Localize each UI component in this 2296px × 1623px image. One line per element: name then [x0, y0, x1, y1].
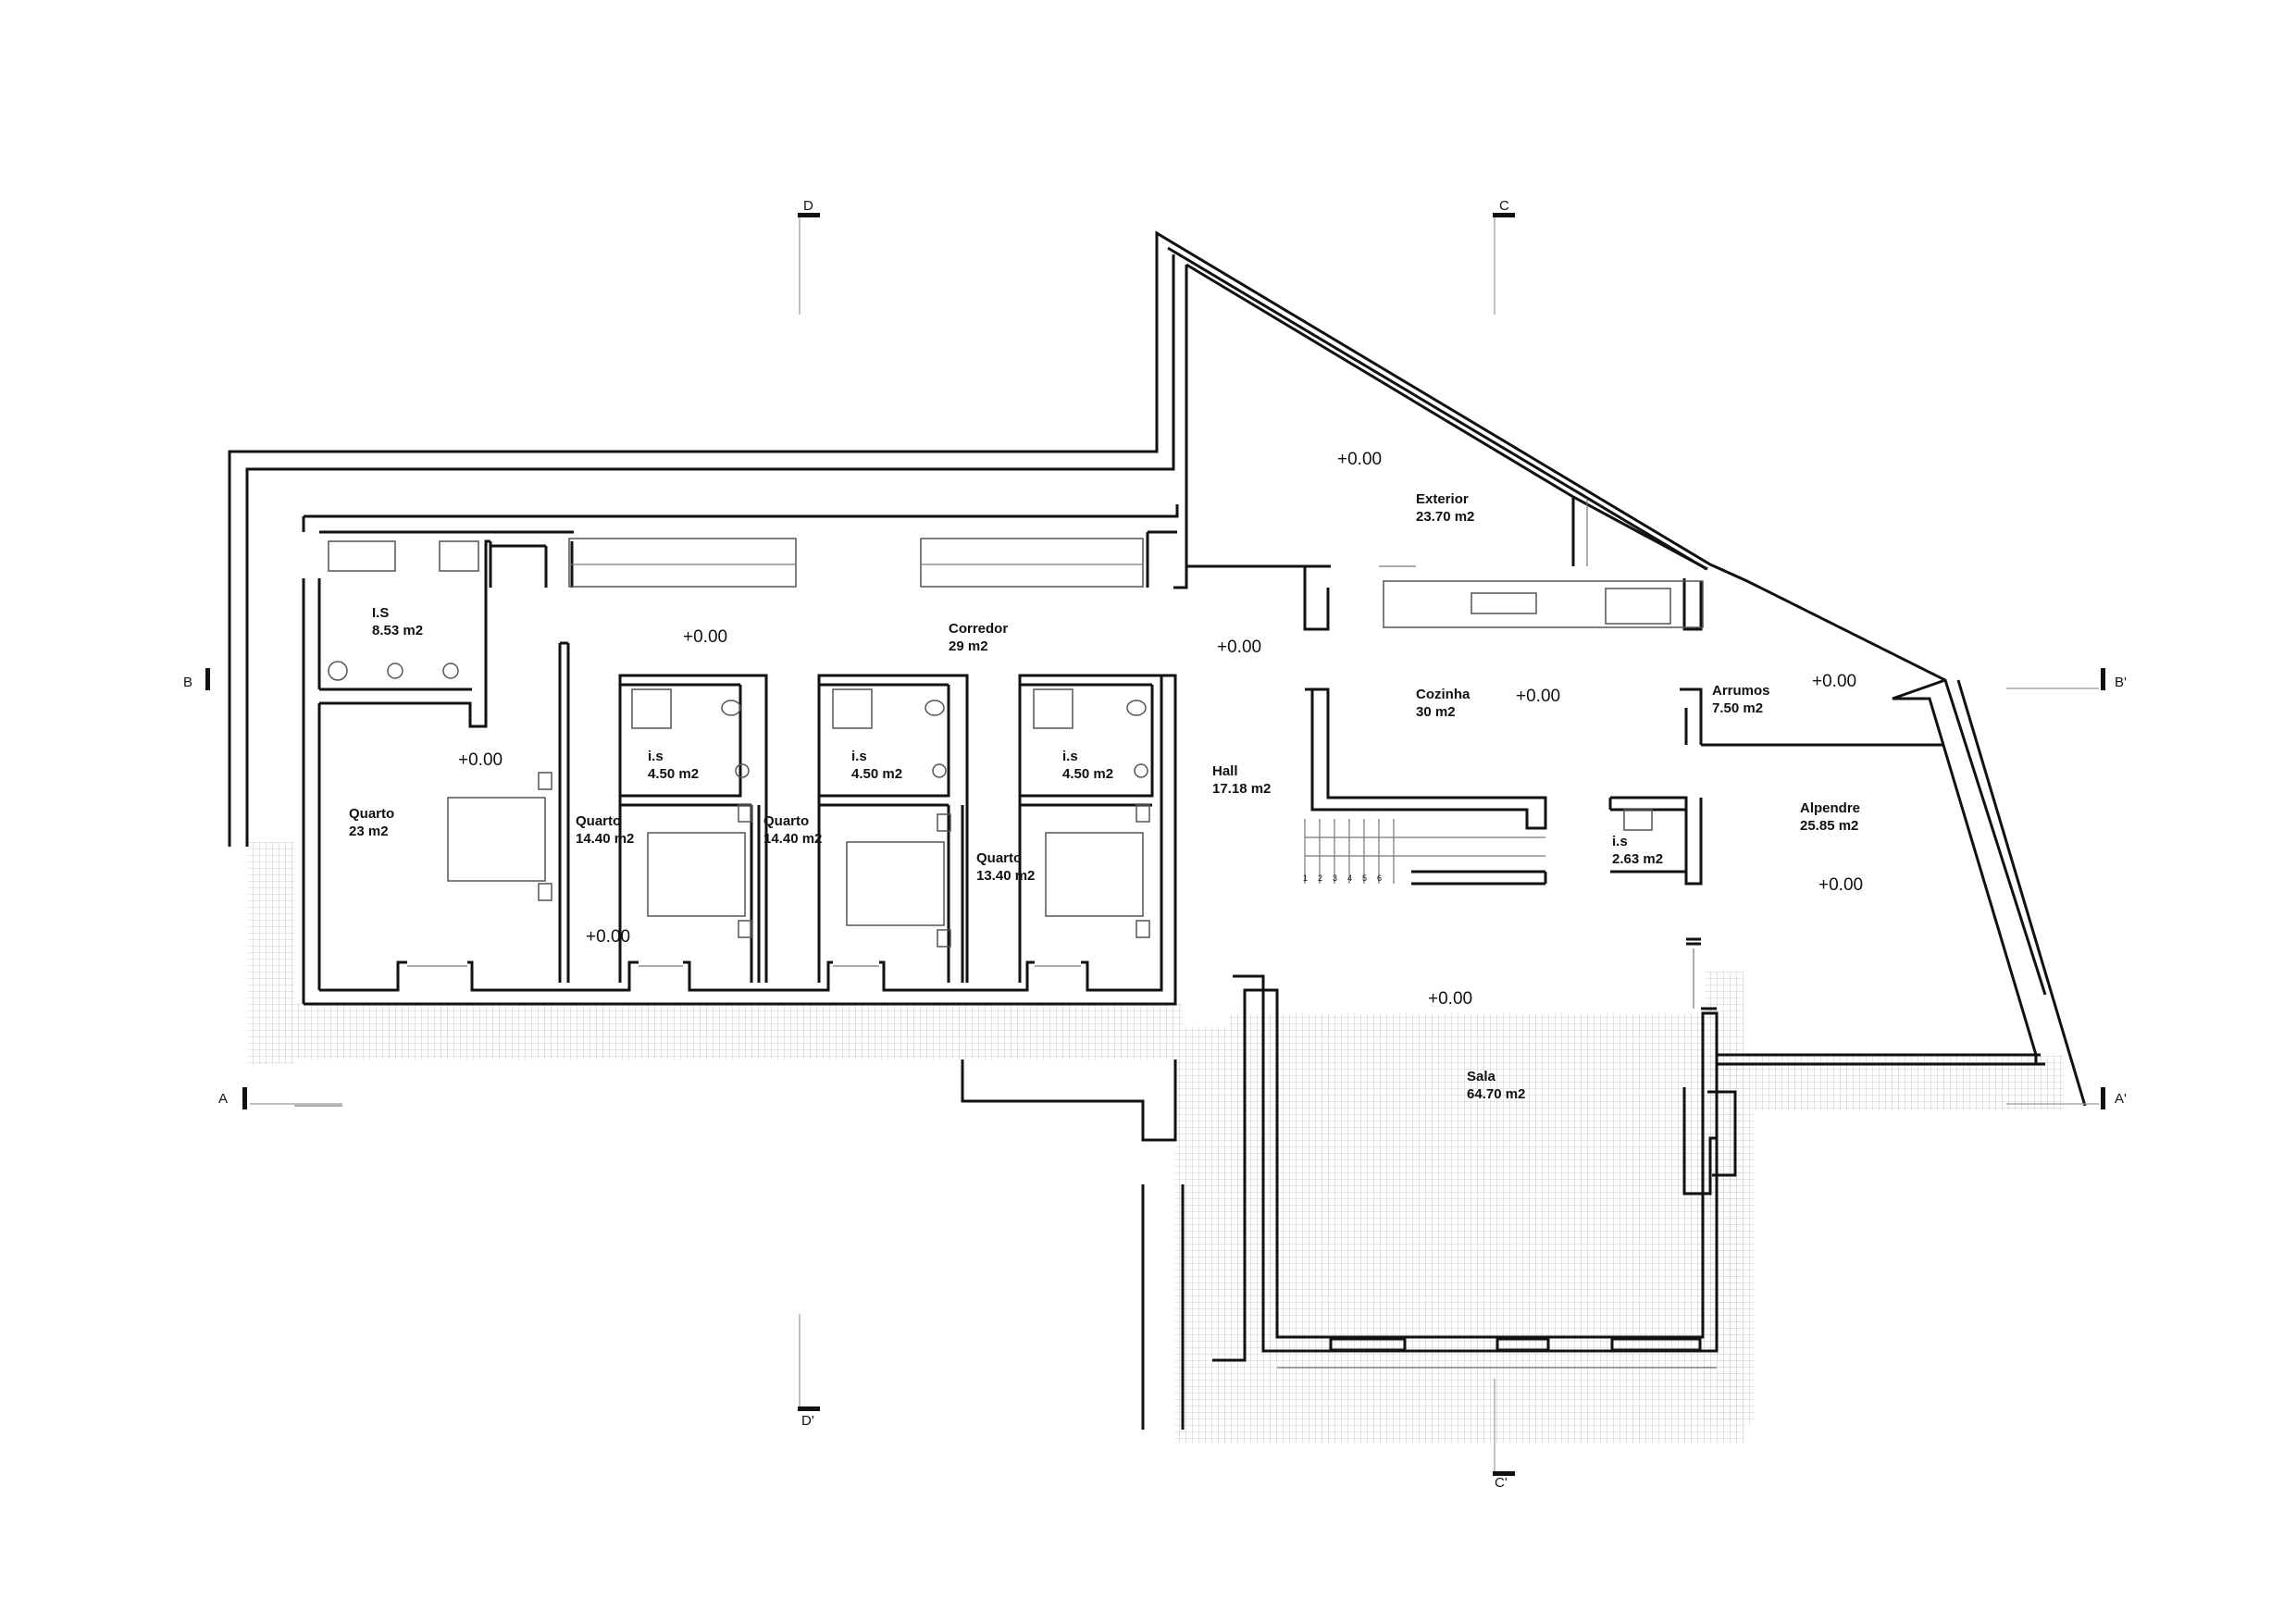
stair-step-5: 5 [1362, 873, 1367, 883]
stair-step-4: 4 [1347, 873, 1352, 883]
stair-step-2: 2 [1318, 873, 1322, 883]
room-area-quarto-1: 23 m2 [349, 824, 389, 839]
service-walls [1173, 564, 1943, 1009]
level-cozinha: +0.00 [1516, 687, 1560, 706]
room-area-sala: 64.70 m2 [1467, 1086, 1525, 1102]
level-hall: +0.00 [1217, 638, 1261, 657]
room-area-is-4: 4.50 m2 [1062, 766, 1113, 782]
stair-step-1: 1 [1303, 873, 1308, 883]
room-name-is-2: i.s [648, 749, 664, 764]
section-label-c2: C' [1495, 1475, 1508, 1491]
room-labels: I.S 8.53 m2 Quarto 23 m2 i.s 4.50 m2 Qua… [349, 491, 1860, 1102]
room-name-quarto-3: Quarto [763, 813, 809, 829]
room-area-is-3: 4.50 m2 [851, 766, 902, 782]
paving-hatch [248, 842, 2064, 1443]
stair-step-3: 3 [1333, 873, 1337, 883]
section-label-d: D [803, 198, 813, 214]
room-name-quarto-1: Quarto [349, 806, 394, 822]
stairs [1304, 819, 1545, 884]
room-name-sala: Sala [1467, 1069, 1496, 1084]
stair-step-6: 6 [1377, 873, 1382, 883]
section-label-d2: D' [801, 1413, 814, 1429]
living-room-walls [1212, 974, 2045, 1369]
level-arrumos: +0.00 [1812, 672, 1856, 691]
terrace-walls [294, 1059, 1185, 1430]
section-label-c: C [1499, 198, 1509, 214]
room-area-hall: 17.18 m2 [1212, 781, 1271, 797]
room-area-cozinha: 30 m2 [1416, 704, 1456, 720]
room-name-hall: Hall [1212, 763, 1238, 779]
room-area-quarto-3: 14.40 m2 [763, 831, 822, 847]
room-area-is-5: 2.63 m2 [1612, 851, 1663, 867]
room-name-is-5: i.s [1612, 834, 1628, 849]
room-name-exterior: Exterior [1416, 491, 1469, 507]
room-area-corredor: 29 m2 [949, 638, 988, 654]
section-label-b: B [183, 675, 192, 690]
room-name-is-4: i.s [1062, 749, 1078, 764]
section-label-a2: A' [2115, 1091, 2127, 1107]
level-quarto-1: +0.00 [458, 750, 503, 770]
level-quarto-2: +0.00 [586, 927, 630, 947]
section-labels: D C B B' A A' D' C' [183, 198, 2127, 1491]
room-area-quarto-4: 13.40 m2 [976, 868, 1035, 884]
room-name-arrumos: Arrumos [1712, 683, 1770, 699]
room-area-quarto-2: 14.40 m2 [576, 831, 634, 847]
level-sala: +0.00 [1428, 989, 1472, 1009]
beds [447, 772, 1150, 948]
level-exterior: +0.00 [1337, 450, 1382, 469]
stair-step-numbers: 1 2 3 4 5 6 [1303, 873, 1382, 883]
room-area-alpendre: 25.85 m2 [1800, 818, 1858, 834]
exterior-walls [228, 230, 2087, 1107]
level-alpendre: +0.00 [1818, 875, 1863, 895]
room-area-arrumos: 7.50 m2 [1712, 700, 1763, 716]
section-label-b2: B' [2115, 675, 2127, 690]
room-name-is-1: I.S [372, 605, 389, 621]
bedroom-wing-walls [302, 504, 1179, 1006]
level-corredor: +0.00 [683, 627, 727, 647]
room-name-corredor: Corredor [949, 621, 1008, 637]
ensuite-fixtures [631, 688, 1148, 778]
level-marks: +0.00 +0.00 +0.00 +0.00 +0.00 +0.00 +0.0… [458, 450, 1863, 1009]
closet-furniture [328, 538, 1144, 681]
room-area-is-2: 4.50 m2 [648, 766, 699, 782]
room-name-quarto-2: Quarto [576, 813, 621, 829]
section-markers [205, 213, 2105, 1476]
section-label-a: A [218, 1091, 228, 1107]
room-name-alpendre: Alpendre [1800, 800, 1860, 816]
room-name-cozinha: Cozinha [1416, 687, 1471, 702]
room-name-quarto-4: Quarto [976, 850, 1022, 866]
room-name-is-3: i.s [851, 749, 867, 764]
room-area-exterior: 23.70 m2 [1416, 509, 1474, 525]
room-area-is-1: 8.53 m2 [372, 623, 423, 638]
